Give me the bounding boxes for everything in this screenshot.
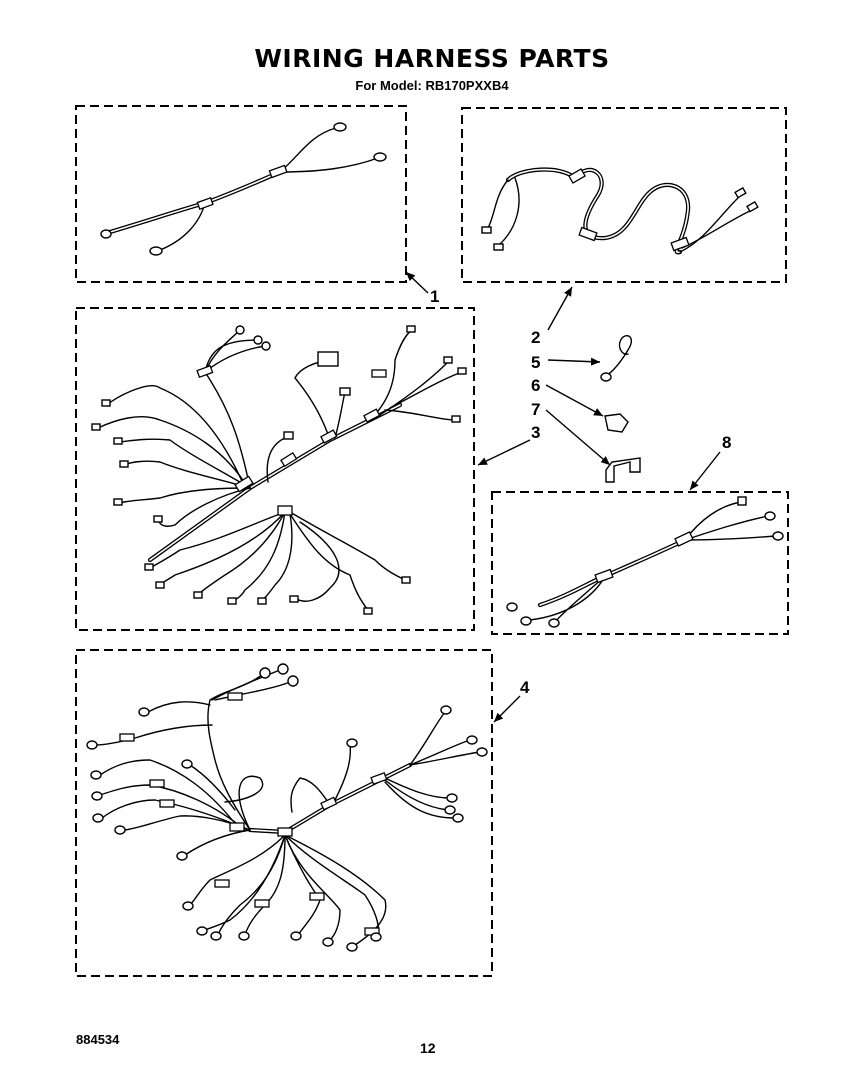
part-6-connector bbox=[604, 413, 629, 433]
callout-7: 7 bbox=[531, 400, 540, 419]
leader-5 bbox=[547, 357, 601, 366]
callout-8: 8 bbox=[722, 433, 731, 452]
page-title: WIRING HARNESS PARTS bbox=[254, 44, 610, 73]
callout-5: 5 bbox=[531, 353, 540, 372]
harness-3-group bbox=[75, 307, 475, 631]
leader-8 bbox=[689, 451, 721, 491]
callout-1: 1 bbox=[430, 287, 439, 306]
part-5-wire-loop bbox=[600, 334, 632, 382]
callout-4: 4 bbox=[520, 678, 530, 697]
callout-6: 6 bbox=[531, 376, 540, 395]
diagram-code: 884534 bbox=[76, 1032, 120, 1047]
part-7-bracket bbox=[605, 457, 641, 483]
leader-7 bbox=[545, 409, 611, 466]
harness-8-group bbox=[491, 491, 789, 635]
harness-4-box bbox=[75, 649, 493, 977]
page-number: 12 bbox=[420, 1040, 436, 1056]
leader-4 bbox=[493, 695, 521, 723]
harness-2-box bbox=[461, 107, 787, 283]
callout-3: 3 bbox=[531, 423, 540, 442]
callout-2: 2 bbox=[531, 328, 540, 347]
leader-1 bbox=[405, 271, 429, 294]
model-subtitle: For Model: RB170PXXB4 bbox=[355, 78, 509, 93]
harness-3-box bbox=[75, 307, 475, 631]
harness-1-box bbox=[75, 105, 407, 283]
harness-2-group bbox=[461, 107, 787, 283]
leader-3 bbox=[477, 439, 531, 466]
leader-2 bbox=[547, 286, 573, 331]
harness-8-box bbox=[491, 491, 789, 635]
harness-1-group bbox=[75, 105, 407, 283]
harness-4-group bbox=[75, 649, 493, 977]
leader-6 bbox=[545, 384, 604, 417]
